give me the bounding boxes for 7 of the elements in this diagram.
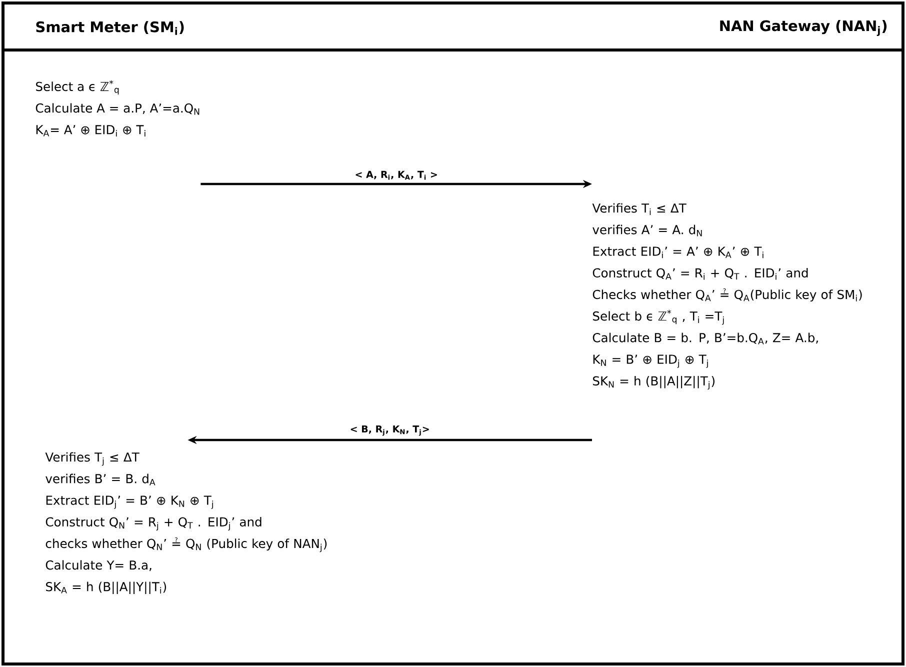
edge-label: < B, R$_{j}$, K$_{N}$, T$_{j}$> [350, 425, 429, 436]
lane-heading: NAN Gateway (NAN$_{j}$) [720, 20, 887, 36]
step-text: Select a ϵ ℤ$^{*}$q Calculate A = a.P, A’=a.Q$_{N}$ K$_{A}$= A’ ⊕ EID$_{i}$ ⊕ T$_{i}$ [36, 80, 200, 137]
lane-heading: Smart Meter (SM$_{i}$) [36, 21, 184, 35]
step-text: Verifies T$_{j}$ ≤ ΔT verifies B’ = B. d$_{A}$ Extract EID$_{j}$’ = B’ ⊕ K$_{N}$ ⊕ T$_{j}$ Construct Q$_{N}$’ = R$_{j}$ + Q$_{T}$ . EID$_{j}$’ and checks whether Q$_{N}$’ ≟ Q$_{N}$ (Public key of NAN$_{j}$) Calculate Y= B.a, SK$_{A}$ = h (B||A||Y||T$_{i}$) [45, 452, 327, 594]
edge-label: < A, R$_{i}$, K$_{A}$, T$_{i}$ > [356, 170, 437, 180]
step-text: Verifies T$_{i}$ ≤ ΔT verifies A’ = A. d$_{N}$ Extract EID$_{i}$’ = A’ ⊕ K$_{A}$’ ⊕ T$_{i}$ Construct Q$_{A}$’ = R$_{i}$ + Q$_{T}$ . EID$_{i}$’ and Checks whether Q$_{A}$’ ≟ Q$_{A}$(Public key of SM$_{i}$) Select b ϵ ℤ$^{*}$$_{q}$ , T$_{i}$ =T$_{j}$ Calculate B = b. P, B’=b.Q$_{A}$, Z= A.b, K$_{N}$ = B’ ⊕ EID$_{j}$ ⊕ T$_{j}$ SK$_{N}$ = h (B||A||Z||T$_{j}$) [592, 203, 862, 390]
